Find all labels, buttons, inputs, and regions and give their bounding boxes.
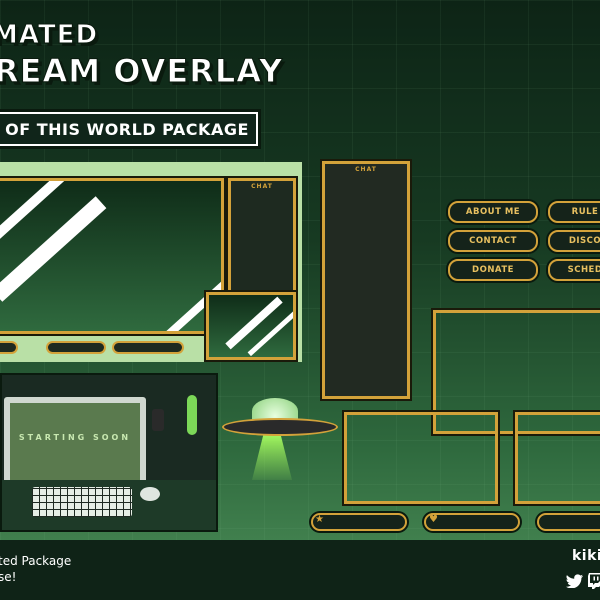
webcam-frame	[342, 410, 500, 506]
package-label: OF THIS WORLD PACKAGE	[0, 112, 258, 146]
webcam-frame	[513, 410, 600, 506]
lava-lamp	[187, 395, 197, 435]
rules-button[interactable]: RULE	[548, 201, 600, 223]
twitch-icon[interactable]	[588, 573, 600, 589]
main-camera-frame	[0, 176, 226, 336]
chat-label: CHAT	[251, 183, 273, 190]
starting-soon-scene: STARTING SOON	[0, 373, 218, 532]
title-line-2: REAM OVERLAY	[0, 52, 284, 91]
monitor-text: STARTING SOON	[18, 433, 132, 442]
heart-icon: ♥	[429, 514, 438, 525]
small-camera-frame	[204, 290, 298, 362]
footer-line-2: se!	[0, 570, 17, 584]
glare-stripe	[225, 296, 283, 350]
speaker	[152, 409, 164, 431]
donate-button[interactable]: DONATE	[448, 259, 538, 281]
author-name: kikie	[572, 548, 600, 564]
tall-chat-box: CHAT	[320, 159, 412, 401]
title-line-1: MATED	[0, 20, 99, 51]
small-chat-box: CHAT	[226, 176, 298, 296]
mini-bar	[46, 341, 106, 354]
chat-label: CHAT	[355, 166, 377, 173]
mouse	[140, 487, 160, 501]
about-me-button[interactable]: ABOUT ME	[448, 201, 538, 223]
twitter-icon[interactable]	[566, 574, 584, 588]
mini-bar	[112, 341, 184, 354]
label-bar-heart: ♥	[424, 513, 520, 531]
keyboard	[32, 487, 132, 517]
footer: ted Package se! kikie	[0, 540, 600, 600]
contact-button[interactable]: CONTACT	[448, 230, 538, 252]
star-icon: ★	[315, 514, 324, 525]
label-bar-third	[537, 513, 600, 531]
monitor: STARTING SOON	[4, 397, 146, 487]
schedule-button[interactable]: SCHED	[548, 259, 600, 281]
label-bar-star: ★	[311, 513, 407, 531]
ufo-body	[222, 418, 338, 436]
discord-button[interactable]: DISCO	[548, 230, 600, 252]
mini-bar	[0, 341, 18, 354]
footer-line-1: ted Package	[0, 554, 72, 568]
